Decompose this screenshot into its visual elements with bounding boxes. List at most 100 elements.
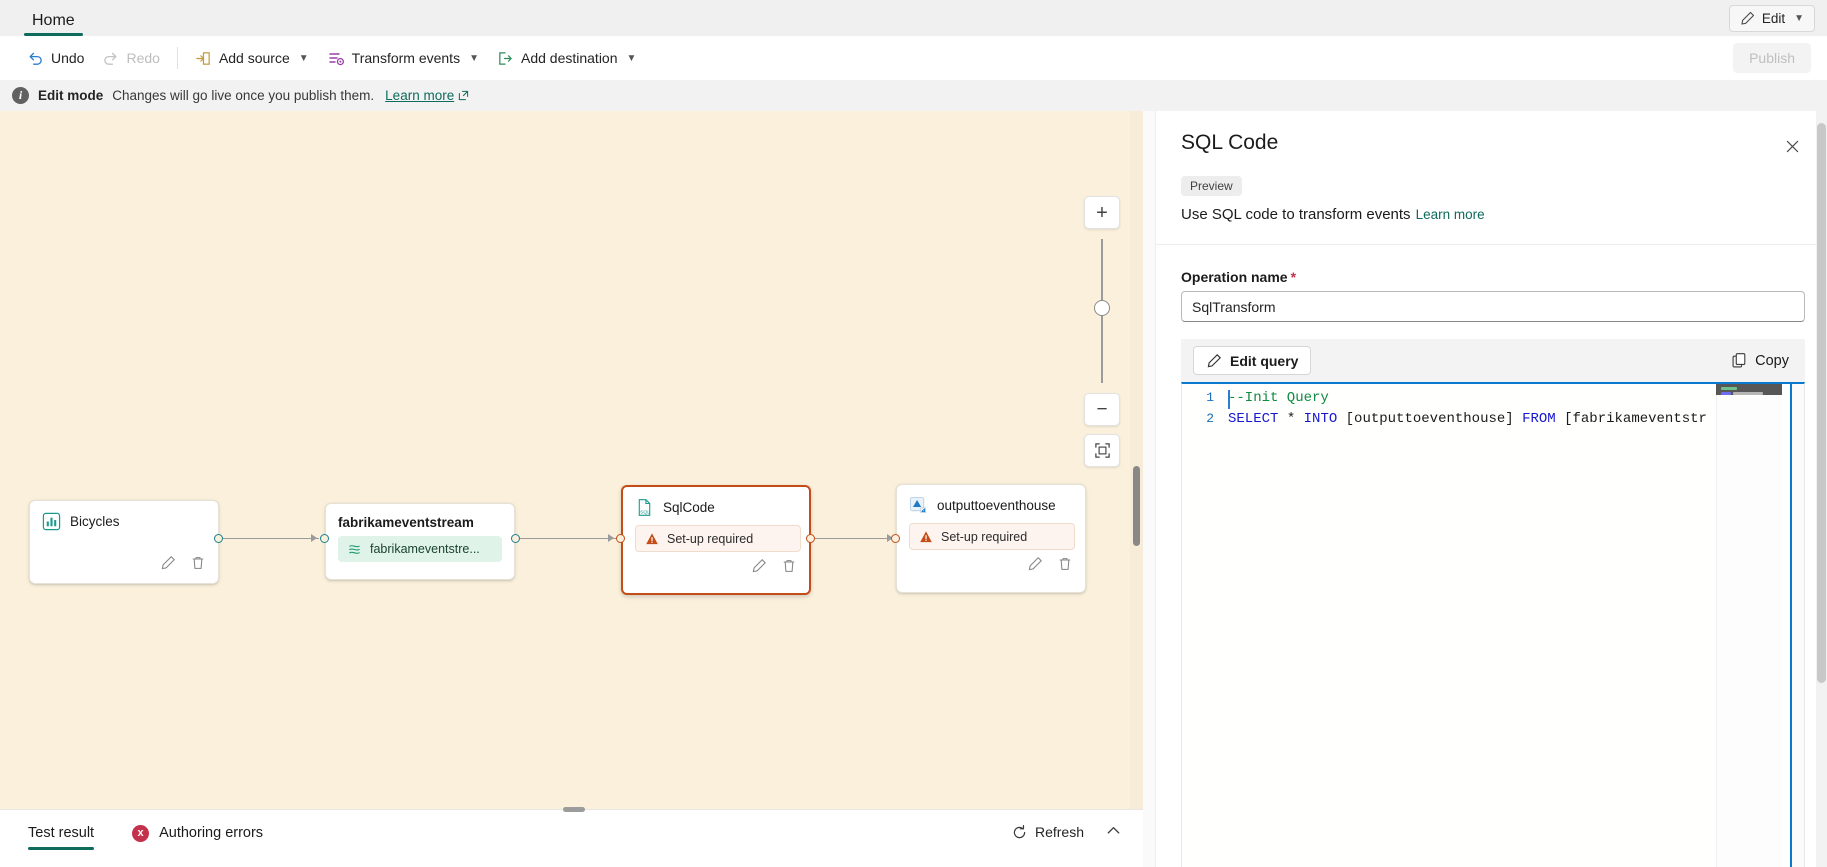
port-sqlcode-out[interactable] (806, 534, 815, 543)
refresh-button[interactable]: Refresh (1011, 824, 1084, 841)
delete-icon[interactable] (781, 558, 797, 579)
page-vertical-scrollbar[interactable] (1816, 111, 1827, 867)
panel-description-text: Use SQL code to transform events (1181, 206, 1411, 223)
operation-name-input[interactable] (1181, 291, 1805, 322)
canvas-vertical-scrollbar[interactable] (1130, 111, 1143, 809)
line-number: 2 (1206, 411, 1214, 426)
delete-icon[interactable] (1057, 556, 1073, 577)
editor-vertical-scrollbar[interactable] (1792, 384, 1804, 867)
port-bicycles-out[interactable] (214, 534, 223, 543)
tab-test-result[interactable]: Test result (28, 810, 95, 856)
bottom-panel-actions: Refresh (1011, 821, 1123, 843)
edge-bicycles-to-stream (219, 538, 319, 540)
code-caret (1228, 390, 1230, 409)
close-icon[interactable] (1779, 133, 1805, 159)
edit-mode-button[interactable]: Edit ▼ (1728, 5, 1815, 32)
minimap-line (1721, 387, 1737, 390)
publish-button[interactable]: Publish (1733, 43, 1811, 73)
edit-icon[interactable] (751, 558, 767, 579)
eventhouse-icon (909, 496, 927, 513)
add-destination-button[interactable]: Add destination ▼ (488, 43, 645, 73)
editor-minimap[interactable] (1716, 384, 1782, 867)
add-source-button[interactable]: Add source ▼ (186, 43, 318, 73)
sql-code-editor[interactable]: 1 --Init Query 2 SELECT * INTO [outputto… (1181, 382, 1805, 867)
edit-button-label: Edit (1761, 11, 1786, 26)
tab-home[interactable]: Home (24, 12, 83, 36)
node-actions (897, 550, 1085, 585)
edit-icon[interactable] (1027, 556, 1043, 577)
tab-home-label: Home (32, 12, 75, 29)
chevron-down-icon: ▼ (626, 52, 637, 64)
edge-stream-to-sqlcode (516, 538, 616, 540)
edge-arrowhead (608, 534, 614, 542)
canvas-node-fabrikameventstream[interactable]: fabrikameventstream fabrikameventstre... (325, 503, 515, 580)
copy-button[interactable]: Copy (1731, 352, 1793, 369)
edit-mode-banner: i Edit mode Changes will go live once yo… (0, 80, 1827, 111)
add-destination-icon (499, 51, 512, 65)
code-lines: 1 --Init Query 2 SELECT * INTO [outputto… (1182, 390, 1804, 432)
panel-resize-handle[interactable] (563, 807, 585, 812)
redo-label: Redo (126, 50, 160, 66)
transform-events-label: Transform events (351, 50, 461, 66)
code-token-text: * (1278, 411, 1304, 427)
canvas-node-outputtoeventhouse[interactable]: outputtoeventhouse Set-up required (896, 484, 1086, 593)
zoom-slider-thumb[interactable] (1094, 300, 1110, 316)
canvas-node-bicycles[interactable]: Bicycles (29, 500, 219, 584)
port-stream-in[interactable] (320, 534, 329, 543)
zoom-in-button[interactable]: + (1084, 196, 1120, 229)
eventstream-icon (349, 544, 360, 554)
canvas-node-sqlcode[interactable]: SQL SqlCode Set-up required (621, 485, 811, 595)
transform-events-button[interactable]: Transform events ▼ (318, 43, 488, 73)
port-stream-out[interactable] (511, 534, 520, 543)
chevron-up-icon[interactable] (1104, 821, 1123, 843)
undo-button[interactable]: Undo (18, 43, 93, 73)
node-chip-stream: fabrikameventstre... (338, 536, 502, 562)
node-header: Bicycles (30, 501, 218, 535)
panel-learn-more-link[interactable]: Learn more (1415, 207, 1485, 222)
required-asterisk: * (1290, 269, 1297, 285)
fit-to-screen-button[interactable] (1084, 434, 1120, 467)
preview-badge: Preview (1181, 176, 1242, 196)
refresh-icon (1013, 824, 1026, 838)
chevron-down-icon: ▼ (469, 52, 479, 64)
zoom-slider-track[interactable] (1094, 239, 1110, 383)
page-scrollbar-thumb[interactable] (1817, 123, 1826, 683)
node-actions (30, 535, 218, 584)
banner-learn-more-link[interactable]: Learn more (385, 88, 469, 103)
port-sqlcode-in[interactable] (616, 534, 625, 543)
banner-learn-more-label: Learn more (385, 88, 455, 103)
code-token-keyword: SELECT (1228, 411, 1279, 427)
tab-authoring-errors[interactable]: x Authoring errors (132, 810, 263, 856)
code-token-keyword: FROM (1522, 411, 1556, 427)
minimap-viewport-slider[interactable] (1716, 384, 1782, 395)
zoom-in-label: + (1096, 201, 1108, 224)
edit-icon[interactable] (160, 555, 176, 576)
zoom-out-button[interactable]: − (1084, 393, 1120, 426)
sql-file-icon: SQL (638, 499, 651, 516)
edit-query-button[interactable]: Edit query (1193, 346, 1312, 375)
eventstream-canvas[interactable]: Bicycles fabrikameventstream (0, 111, 1143, 809)
tab-active-underline (24, 33, 83, 36)
warning-icon (646, 532, 658, 544)
undo-icon (29, 52, 42, 65)
panel-title: SQL Code (1181, 131, 1279, 154)
edge-arrowhead (887, 534, 893, 542)
node-chip-label: Set-up required (667, 531, 754, 546)
node-title: Bicycles (70, 514, 120, 529)
external-link-icon (459, 90, 469, 101)
node-chip-label: fabrikameventstre... (370, 542, 480, 556)
tab-active-underline (28, 847, 95, 850)
delete-icon[interactable] (190, 555, 206, 576)
node-title: fabrikameventstream (338, 515, 474, 530)
code-line: 2 SELECT * INTO [outputtoeventhouse] FRO… (1182, 411, 1804, 432)
code-token-text: [outputtoeventhouse] (1337, 411, 1523, 427)
chevron-down-icon: ▼ (298, 52, 309, 64)
add-destination-label: Add destination (520, 50, 618, 66)
canvas-scrollbar-thumb[interactable] (1133, 466, 1140, 546)
undo-label: Undo (51, 50, 85, 66)
code-line-content: --Init Query (1228, 390, 1329, 406)
redo-button[interactable]: Redo (93, 43, 168, 73)
port-eventhouse-in[interactable] (891, 534, 900, 543)
zoom-controls: + − (1084, 196, 1120, 467)
